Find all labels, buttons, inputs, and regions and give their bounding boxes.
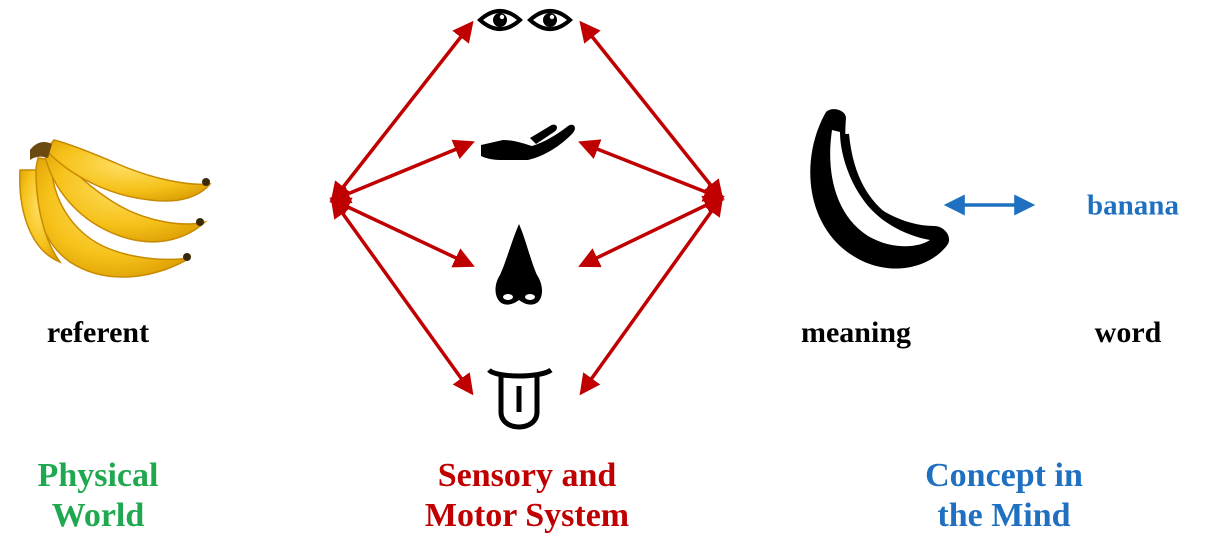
physical-world-title: Physical World bbox=[38, 456, 159, 536]
hand-icon bbox=[481, 125, 575, 160]
word-label: word bbox=[1095, 316, 1162, 350]
physical-world-line-2: World bbox=[38, 496, 159, 536]
word-example: banana bbox=[1087, 190, 1179, 223]
tongue-icon bbox=[489, 370, 551, 427]
physical-world-line-1: Physical bbox=[38, 456, 159, 496]
sensory-motor-title: Sensory and Motor System bbox=[425, 456, 629, 536]
arrow-left-nose bbox=[333, 200, 471, 265]
sensory-motor-line-2: Motor System bbox=[425, 496, 629, 536]
arrow-left-tongue bbox=[333, 200, 471, 392]
sensory-arrows bbox=[333, 24, 721, 392]
nose-icon bbox=[496, 224, 543, 305]
sensory-motor-line-1: Sensory and bbox=[425, 456, 629, 496]
concept-mind-title: Concept in the Mind bbox=[925, 456, 1083, 536]
referent-label: referent bbox=[47, 316, 149, 350]
arrow-right-tongue bbox=[582, 198, 721, 392]
arrow-left-eyes bbox=[333, 24, 471, 200]
banana-icon bbox=[810, 109, 949, 268]
arrow-right-nose bbox=[582, 198, 721, 265]
meaning-label: meaning bbox=[801, 316, 911, 350]
eyes-icon bbox=[480, 11, 570, 29]
concept-mind-line-2: the Mind bbox=[925, 496, 1083, 536]
concept-mind-line-1: Concept in bbox=[925, 456, 1083, 496]
banana-photo bbox=[20, 140, 210, 277]
